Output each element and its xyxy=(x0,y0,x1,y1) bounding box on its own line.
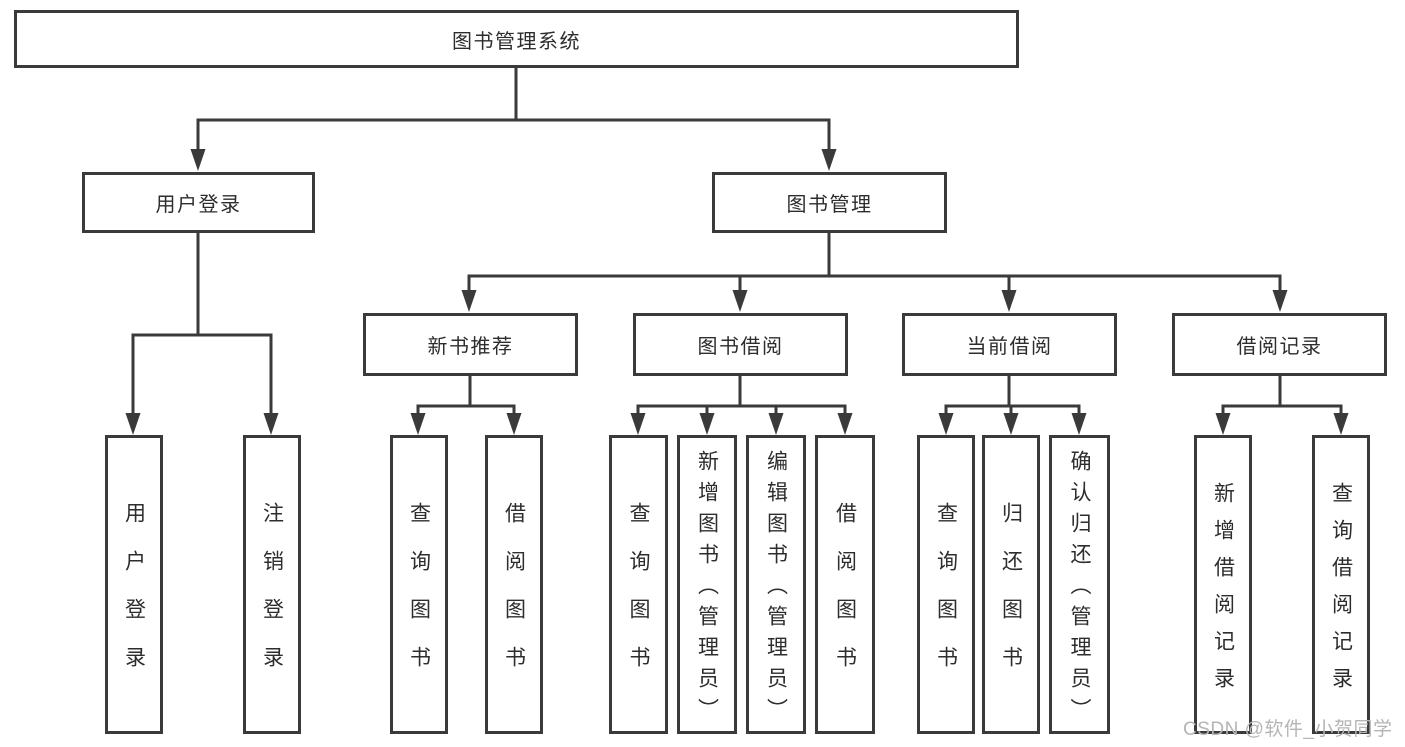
leaf-query-borrow-record: 查询借阅记录 xyxy=(1312,435,1370,734)
connector-book-borrow-to-leaves xyxy=(636,376,847,414)
leaf-confirm-return-admin: 确认归还（管理员） xyxy=(1049,435,1110,734)
leaf-current-query-books: 查询图书 xyxy=(917,435,975,734)
leaf-add-books-admin: 新增图书（管理员） xyxy=(677,435,737,734)
node-borrow-records-label: 借阅记录 xyxy=(1236,336,1323,358)
leaf-edit-books-admin-label: 编辑图书（管理员） xyxy=(764,450,788,729)
connector-new-book-rec-to-leaves xyxy=(416,376,516,414)
arrow-down-icon xyxy=(768,413,784,435)
node-user-login: 用户登录 xyxy=(82,172,315,233)
leaf-recommend-query-books-label: 查询图书 xyxy=(407,502,431,694)
leaf-query-borrow-record-label: 查询借阅记录 xyxy=(1329,481,1353,704)
leaf-borrow-query-books-label: 查询图书 xyxy=(627,502,650,694)
arrow-down-icon xyxy=(410,413,426,435)
node-book-management-label: 图书管理 xyxy=(786,194,873,216)
node-book-borrow: 图书借阅 xyxy=(633,313,848,376)
leaf-recommend-borrow-books-label: 借阅图书 xyxy=(502,502,526,694)
arrow-down-icon xyxy=(1003,413,1019,435)
node-new-book-recommend: 新书推荐 xyxy=(363,313,578,376)
leaf-borrow-query-books: 查询图书 xyxy=(609,435,668,734)
arrow-down-icon xyxy=(938,413,954,435)
node-library-system-label: 图书管理系统 xyxy=(452,30,581,53)
node-borrow-records: 借阅记录 xyxy=(1172,313,1387,376)
leaf-borrow-books: 借阅图书 xyxy=(815,435,875,734)
arrow-down-icon xyxy=(190,149,206,171)
leaf-logout-label: 注销登录 xyxy=(260,502,284,694)
arrow-down-icon xyxy=(1333,413,1349,435)
arrow-down-icon xyxy=(699,413,715,435)
leaf-recommend-query-books: 查询图书 xyxy=(390,435,448,734)
node-user-login-label: 用户登录 xyxy=(155,194,242,216)
arrow-down-icon xyxy=(821,149,837,171)
node-current-borrow-label: 当前借阅 xyxy=(966,336,1053,358)
arrow-down-icon xyxy=(461,290,477,312)
arrow-down-icon xyxy=(506,413,522,435)
arrow-down-icon xyxy=(1001,290,1017,312)
connector-root-to-level2 xyxy=(196,68,831,150)
leaf-borrow-books-label: 借阅图书 xyxy=(833,502,857,694)
leaf-add-borrow-record-label: 新增借阅记录 xyxy=(1211,481,1235,704)
node-book-management: 图书管理 xyxy=(712,172,947,233)
leaf-user-login: 用户登录 xyxy=(105,435,163,734)
leaf-return-books: 归还图书 xyxy=(982,435,1040,734)
arrow-down-icon xyxy=(1071,413,1087,435)
leaf-add-borrow-record: 新增借阅记录 xyxy=(1194,435,1252,734)
arrow-down-icon xyxy=(837,413,853,435)
csdn-watermark: CSDN @软件_小贺同学 xyxy=(1183,719,1393,740)
node-book-borrow-label: 图书借阅 xyxy=(697,336,784,358)
leaf-confirm-return-admin-label: 确认归还（管理员） xyxy=(1068,450,1091,729)
leaf-return-books-label: 归还图书 xyxy=(999,502,1023,694)
leaf-current-query-books-label: 查询图书 xyxy=(934,502,958,694)
leaf-add-books-admin-label: 新增图书（管理员） xyxy=(695,450,719,729)
arrow-down-icon xyxy=(263,413,279,435)
arrow-down-icon xyxy=(630,413,646,435)
connector-borrow-records-to-leaves xyxy=(1221,376,1343,414)
arrow-down-icon xyxy=(732,290,748,312)
leaf-edit-books-admin: 编辑图书（管理员） xyxy=(746,435,806,734)
leaf-recommend-borrow-books: 借阅图书 xyxy=(485,435,543,734)
connector-user-login-to-leaves xyxy=(131,233,273,414)
arrow-down-icon xyxy=(1215,413,1231,435)
node-current-borrow: 当前借阅 xyxy=(902,313,1117,376)
connector-book-mgmt-to-level3 xyxy=(467,233,1282,291)
connector-current-borrow-to-leaves xyxy=(944,376,1081,414)
arrow-down-icon xyxy=(1272,290,1288,312)
node-library-system: 图书管理系统 xyxy=(14,10,1019,68)
leaf-logout: 注销登录 xyxy=(243,435,301,734)
node-new-book-recommend-label: 新书推荐 xyxy=(427,336,514,358)
leaf-user-login-label: 用户登录 xyxy=(122,502,146,694)
arrow-down-icon xyxy=(125,413,141,435)
